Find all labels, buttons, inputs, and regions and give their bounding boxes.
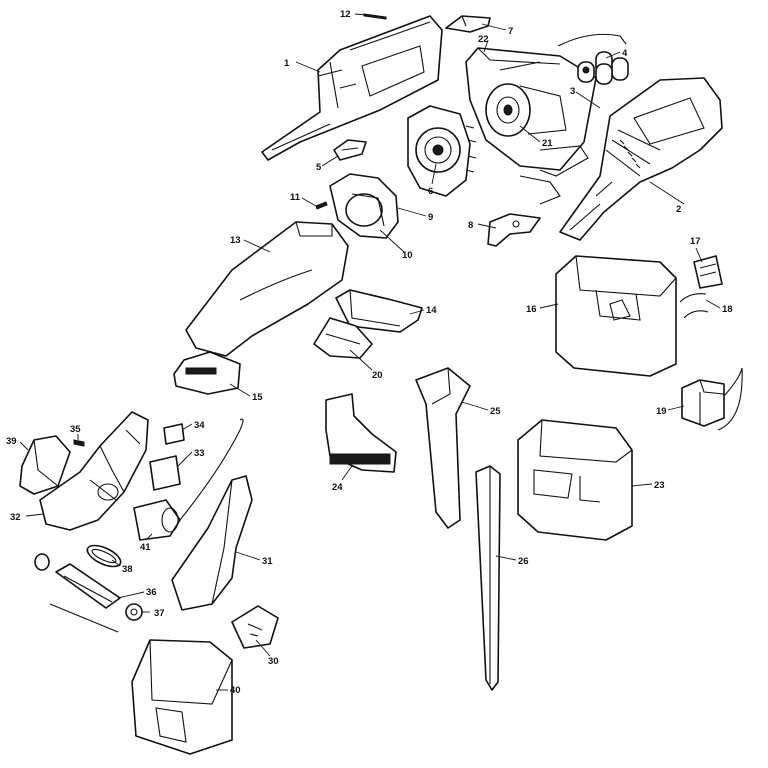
callout-23: 23 — [654, 480, 665, 491]
callout-31: 31 — [262, 556, 273, 567]
callout-18: 18 — [722, 304, 733, 315]
callout-17: 17 — [690, 236, 701, 247]
callout-24: 24 — [332, 482, 343, 493]
part-33-pad — [149, 455, 181, 491]
part-34-pad — [163, 423, 185, 445]
callout-30: 30 — [268, 656, 279, 667]
callout-32: 32 — [10, 512, 21, 523]
callout-8: 8 — [468, 220, 473, 231]
part-32-brush-housing — [39, 411, 149, 531]
callout-10: 10 — [402, 250, 413, 261]
callout-15: 15 — [252, 392, 263, 403]
part-21-motor — [485, 83, 589, 205]
part-6-fan-housing — [407, 105, 477, 197]
part-23-storage-bracket — [517, 419, 633, 541]
part-40-brush-cover — [131, 639, 233, 755]
part-20-filter-bag — [313, 317, 373, 359]
callout-26: 26 — [518, 556, 529, 567]
part-7-bracket — [445, 15, 491, 33]
callout-1: 1 — [284, 58, 290, 69]
callout-33: 33 — [194, 448, 205, 459]
part-13-dust-bowl — [185, 221, 349, 357]
part-18-contact-springs — [679, 293, 709, 319]
callout-34: 34 — [194, 420, 205, 431]
callout-37: 37 — [154, 608, 165, 619]
part-35-pin — [73, 439, 85, 447]
part-41-brush-motor — [133, 418, 244, 541]
part-25-crevice-tool — [415, 367, 471, 529]
callout-7: 7 — [508, 26, 513, 37]
callout-19: 19 — [656, 406, 667, 417]
part-8-switch-plate — [487, 213, 541, 247]
part-1-handle-housing-left — [261, 15, 443, 161]
part-39-cover — [19, 435, 71, 495]
part-9-filter-holder — [329, 173, 399, 239]
callout-20: 20 — [372, 370, 383, 381]
part-4-battery-pack — [557, 33, 629, 85]
callout-38: 38 — [122, 564, 133, 575]
part-31-swivel-neck — [171, 475, 253, 611]
part-37-end-cap — [125, 603, 143, 621]
callout-25: 25 — [490, 406, 501, 417]
callout-35: 35 — [70, 424, 81, 435]
callout-9: 9 — [428, 212, 433, 223]
part-38-belt — [86, 544, 122, 568]
callout-labels: 1 2 3 4 5 6 7 8 9 10 11 12 13 14 15 16 1… — [6, 9, 733, 696]
part-5-latch — [333, 139, 367, 161]
part-2-handle-housing-right — [559, 77, 723, 241]
part-14-filter-frame — [335, 289, 423, 333]
callout-21: 21 — [542, 138, 553, 149]
callout-14: 14 — [426, 305, 437, 316]
leader-lines — [19, 13, 721, 691]
part-17-contact-block — [693, 255, 723, 289]
part-24-brush-tool — [325, 393, 397, 473]
callout-2: 2 — [676, 204, 681, 215]
part-22-motor-mount — [465, 47, 597, 171]
callout-13: 13 — [230, 235, 241, 246]
part-19-charger-adapter — [681, 367, 743, 431]
callout-12: 12 — [340, 9, 351, 20]
part-11-screw — [315, 201, 328, 210]
callout-6: 6 — [428, 186, 433, 197]
callout-5: 5 — [316, 162, 322, 173]
callout-36: 36 — [146, 587, 157, 598]
part-16-charger-base — [555, 255, 677, 377]
callout-4: 4 — [622, 48, 628, 59]
callout-16: 16 — [526, 304, 537, 315]
callout-11: 11 — [290, 192, 301, 203]
callout-3: 3 — [570, 86, 575, 97]
part-36-brush-roll — [34, 553, 121, 633]
part-30-hardware-bag — [231, 605, 279, 649]
callout-40: 40 — [230, 685, 241, 696]
part-26-extension-wand — [475, 465, 501, 691]
part-12-screw — [363, 13, 387, 20]
callout-22: 22 — [478, 34, 489, 45]
callout-41: 41 — [140, 542, 151, 553]
callout-39: 39 — [6, 436, 17, 447]
part-15-nozzle — [173, 351, 241, 395]
